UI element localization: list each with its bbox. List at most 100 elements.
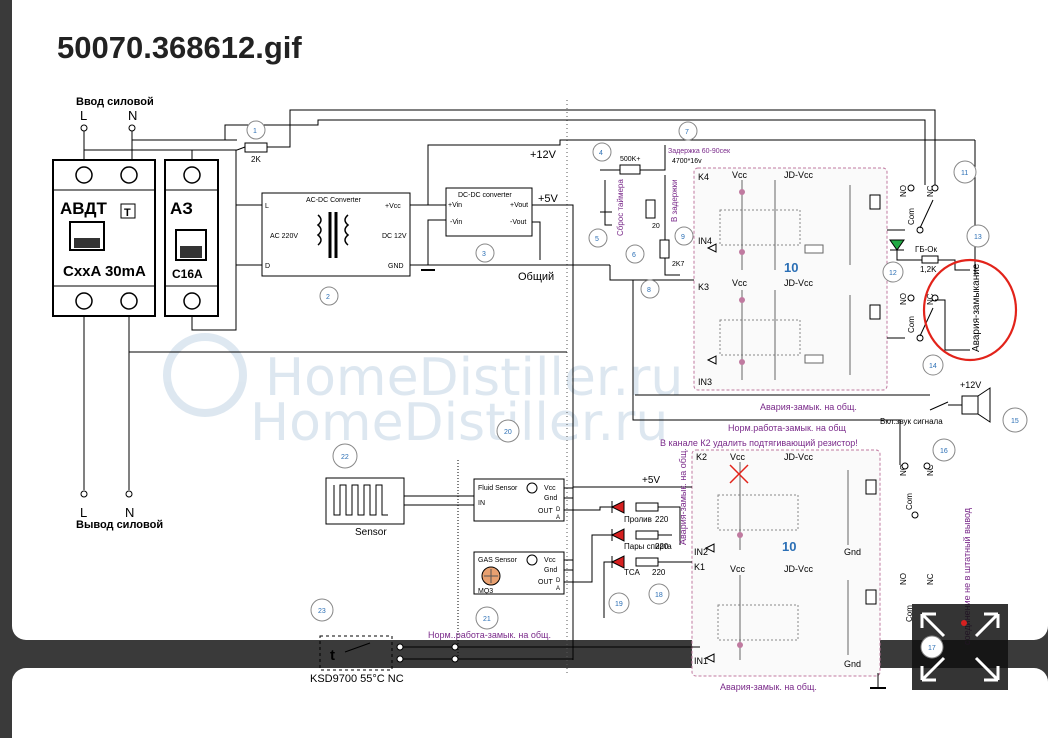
svg-text:A: A (556, 586, 560, 592)
acdc-converter: AC-DC Converter L D +Vcc GND AC 220V DC … (261, 192, 411, 277)
common-label: Общий (518, 271, 554, 283)
page-title: 50070.368612.gif (57, 30, 302, 65)
side-note: соединение не в штатный вывод (962, 507, 972, 645)
input-l-label: L (80, 108, 87, 123)
led-leak: Пролив 220 (610, 500, 669, 524)
svg-text:NO: NO (899, 573, 908, 585)
svg-text:IN4: IN4 (698, 236, 712, 246)
svg-text:AC-DC Converter: AC-DC Converter (306, 197, 362, 204)
reset-timer-label: Сброс таймера (616, 179, 625, 236)
svg-text:+Vout: +Vout (510, 202, 528, 209)
delay2-label: В задержки (670, 179, 679, 222)
led-vapor: Пары спирта 220 (610, 528, 672, 551)
svg-text:ТСА: ТСА (624, 568, 640, 577)
svg-text:7: 7 (685, 129, 689, 136)
output-n-label: N (125, 505, 134, 520)
svg-text:Vcc: Vcc (544, 485, 556, 492)
svg-text:Vcc: Vcc (730, 452, 746, 462)
svg-text:11: 11 (961, 170, 968, 177)
svg-text:MQ3: MQ3 (478, 588, 493, 595)
resistor-20 (645, 199, 656, 219)
svg-text:6: 6 (632, 252, 636, 259)
avdt-label: АВДТ (60, 199, 107, 218)
k2-note: В канале К2 удалить подтягивающий резист… (660, 438, 858, 448)
svg-text:OUT: OUT (538, 508, 554, 515)
svg-text:Vcc: Vcc (730, 564, 746, 574)
led-tsa: ТСА 220 (610, 555, 666, 577)
svg-text:L: L (265, 203, 269, 210)
relay-contacts-k1: NO NC Com (899, 573, 935, 622)
svg-text:GAS Sensor: GAS Sensor (478, 557, 518, 564)
relay-contacts-k4: NO NC Com (899, 184, 939, 234)
svg-text:OUT: OUT (538, 579, 554, 586)
svg-text:12: 12 (889, 270, 897, 277)
thermostat-ksd9700: t KSD9700 55°C NC (310, 635, 404, 685)
svg-text:22: 22 (341, 454, 349, 461)
svg-text:K3: K3 (698, 282, 709, 292)
svg-text:9: 9 (681, 234, 685, 241)
avdt-breaker: АВДТ T CxxA 30mA (52, 159, 156, 317)
input-power-label: Ввод силовой (76, 96, 154, 108)
resistor-2k-label: 2K (251, 155, 261, 164)
svg-text:DC-DC converter: DC-DC converter (458, 192, 512, 199)
fluid-sensor-module: Fluid Sensor IN Vcc Gnd OUT D A (473, 478, 565, 522)
resistor-2k (244, 142, 268, 153)
alarm-common-label-v: Авария-замык. на общ. (678, 448, 688, 545)
svg-text:NC: NC (926, 185, 935, 197)
avdt-rating-label: CxxA 30mA (63, 263, 146, 280)
red-annotation-circle (922, 258, 1018, 362)
svg-text:8: 8 (647, 287, 651, 294)
svg-text:AC 220V: AC 220V (270, 233, 298, 240)
svg-text:1: 1 (253, 128, 257, 135)
r2k7-label: 2K7 (672, 261, 685, 268)
svg-text:Com: Com (907, 208, 916, 225)
svg-text:GND: GND (388, 263, 404, 270)
resistor-2k7 (659, 239, 670, 259)
svg-text:+Vcc: +Vcc (385, 203, 401, 210)
relay-module-bottom: K2 IN2 K1 IN1 Vcc JD-Vcc Vcc JD-Vcc Gnd … (691, 449, 881, 677)
svg-text:Fluid Sensor: Fluid Sensor (478, 485, 518, 492)
svg-text:K4: K4 (698, 172, 709, 182)
terminal-n-in (128, 124, 136, 132)
gas-sensor-module: GAS Sensor MQ3 Vcc Gnd OUT D A (473, 551, 565, 595)
svg-text:10: 10 (784, 260, 798, 275)
svg-text:NO: NO (899, 464, 908, 476)
svg-text:KSD9700 55°C NC: KSD9700 55°C NC (310, 673, 404, 685)
dcdc-converter: DC-DC converter +Vin -Vin +Vout -Vout (445, 187, 533, 237)
gb-label: ГБ-Ок (915, 245, 937, 254)
plus12v-b-label: +12V (960, 380, 981, 390)
svg-text:IN1: IN1 (694, 656, 708, 666)
svg-text:DC 12V: DC 12V (382, 233, 407, 240)
svg-text:21: 21 (483, 616, 491, 623)
svg-text:220: 220 (652, 568, 666, 577)
input-n-label: N (128, 108, 137, 123)
relay-contacts-k3: NO NC Com (899, 293, 939, 342)
relay-contacts-k2: NO NC Com (899, 462, 935, 519)
svg-text:Sensor: Sensor (355, 527, 387, 538)
avdt-t-label: T (124, 207, 131, 219)
svg-text:13: 13 (974, 234, 982, 241)
expand-icon[interactable] (912, 604, 1008, 690)
svg-text:+Vin: +Vin (448, 202, 462, 209)
callouts: 1 2 3 4 5 6 7 8 9 11 12 13 14 15 16 17 1… (246, 120, 1028, 659)
buzzer (961, 395, 979, 415)
output-l-label: L (80, 505, 87, 520)
normal-common-label-2: Норм..работа-замык. на общ. (428, 630, 551, 640)
svg-text:NC: NC (926, 573, 935, 585)
next-card (12, 668, 1048, 738)
output-power-label: Вывод силовой (76, 519, 163, 531)
svg-text:JD-Vcc: JD-Vcc (784, 564, 813, 574)
svg-text:14: 14 (929, 363, 937, 370)
svg-text:NO: NO (899, 185, 908, 197)
svg-text:JD-Vcc: JD-Vcc (784, 170, 813, 180)
svg-text:Com: Com (905, 605, 914, 622)
svg-text:D: D (556, 507, 561, 513)
svg-text:IN2: IN2 (694, 547, 708, 557)
svg-text:20: 20 (504, 429, 512, 436)
relay-module-top: K4 IN4 K3 IN3 Vcc JD-Vcc Vcc JD-Vcc 10 (693, 167, 888, 391)
svg-text:IN3: IN3 (698, 377, 712, 387)
svg-text:18: 18 (655, 592, 663, 599)
svg-text:2: 2 (326, 294, 330, 301)
svg-text:t: t (330, 647, 335, 664)
